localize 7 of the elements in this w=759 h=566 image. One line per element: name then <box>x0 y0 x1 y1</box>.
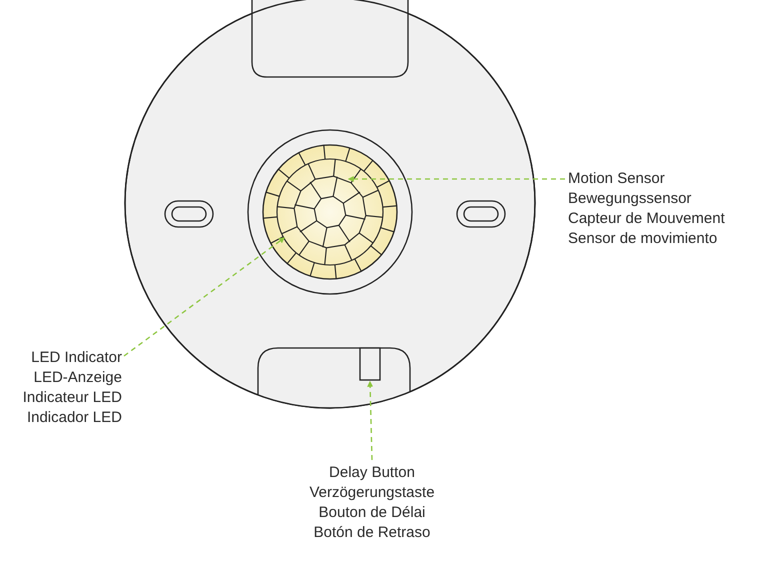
callout-label: Motion Sensor Bewegungssensor Capteur de Mouvement Sensor de movimiento <box>568 169 758 249</box>
leader-line <box>367 380 374 460</box>
leader-line <box>124 237 285 357</box>
callout-label: Delay Button Verzögerungstaste Bouton de Délai Botón de Retraso <box>282 463 462 543</box>
delay-button <box>359 347 381 381</box>
leader-line <box>348 176 565 182</box>
callout-label: LED Indicator LED-Anzeige Indicateur LED Indicador LED <box>0 348 122 428</box>
